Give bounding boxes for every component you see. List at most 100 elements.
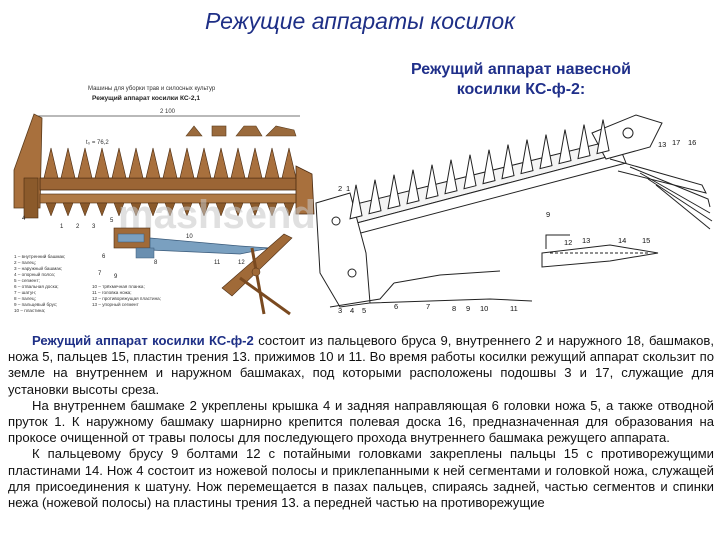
part-number-label: 3 [92, 224, 96, 230]
part-number-label: 8 [452, 304, 456, 313]
knife-section-row [43, 147, 297, 179]
knife-section [247, 147, 263, 179]
part-number-label: 13 [582, 236, 590, 245]
lead-term: Режущий аппарат косилки КС-ф-2 [32, 333, 254, 348]
dimension-total: 2 100 [160, 109, 176, 115]
finger [387, 174, 401, 210]
finger [147, 202, 159, 217]
finger [215, 202, 227, 217]
legend-item: 6 – отвальная доска; [14, 284, 59, 289]
knife-section [77, 147, 93, 179]
finger [444, 159, 458, 195]
finger [558, 129, 572, 165]
part-number-label: 9 [114, 274, 118, 280]
part-number-label: 8 [154, 260, 158, 266]
paragraph-1-text: состоит из пальцевого бруса 9, внутренне… [8, 333, 714, 397]
part-number-label: 10 [480, 304, 488, 313]
part-number-label: 12 [238, 260, 245, 266]
figure-header-line2: Режущий аппарат косилки КС-2,1 [92, 94, 200, 102]
ks21-cutter-figure: Машины для уборки трав и силосных культу… [0, 78, 330, 320]
legend-item: 2 – палец; [14, 260, 36, 265]
finger [520, 139, 534, 175]
finger [482, 149, 496, 185]
legend-item: 11 – головка ножа; [92, 290, 132, 295]
part-number-label: 13 [658, 140, 666, 149]
legend-item: 1 – внутренний башмак; [14, 253, 65, 259]
part-number-label: 6 [102, 254, 106, 260]
part-number-label: 1 [346, 184, 350, 193]
finger [596, 119, 610, 155]
finger [79, 202, 91, 217]
right-caption-line2: косилки КС-ф-2: [456, 81, 586, 98]
watermark: mashsend.ru [118, 193, 330, 237]
part-number-label: 2 [338, 184, 342, 193]
legend-item: 3 – наружный башмак; [14, 265, 62, 271]
part-number-label: 5 [362, 306, 366, 315]
part-number-label: 15 [642, 236, 650, 245]
finger [164, 202, 176, 217]
finger [283, 202, 295, 217]
knife-section [179, 147, 195, 179]
legend-item: 4 – опорный полоз; [14, 271, 55, 277]
legend-item: 5 – сегмент; [14, 278, 40, 283]
part-number-label: 3 [338, 306, 342, 315]
part-number-label: 17 [672, 138, 680, 147]
right-caption-line1: Режущий аппарат навесной [411, 61, 631, 78]
finger [463, 154, 477, 190]
figure-header-line1: Машины для уборки трав и силосных культу… [88, 86, 216, 92]
knife-section [60, 147, 76, 179]
dimension-pitch: t₀ = 76,2 [86, 140, 109, 146]
legend-item: 12 – противорежущая пластина; [92, 296, 161, 301]
part-number-label: 7 [426, 302, 430, 311]
part-number-label: 2 [76, 224, 80, 230]
finger [249, 202, 261, 217]
knife-section [162, 147, 178, 179]
part-number-label: 10 [186, 234, 193, 240]
finger [45, 202, 57, 217]
paragraph-2: На внутреннем башмаке 2 укреплены крышка… [8, 397, 714, 446]
finger [181, 202, 193, 217]
part-number-label: 11 [510, 304, 518, 313]
finger [368, 179, 382, 215]
finger [62, 202, 74, 217]
finger-row [349, 119, 610, 220]
legend-item: 13 – упорный сегмент [92, 301, 140, 307]
part-number-label: 11 [214, 260, 221, 266]
part-number-label: 16 [688, 138, 696, 147]
finger [539, 134, 553, 170]
legend-item: 10 – трёхмечная планка; [92, 284, 145, 289]
part-number-label: 12 [564, 238, 572, 247]
part-number-label: 6 [394, 302, 398, 311]
finger [577, 124, 591, 160]
right-figure-caption: Режущий аппарат навесной косилки КС-ф-2: [382, 60, 660, 100]
finger [96, 202, 108, 217]
finger [198, 202, 210, 217]
finger [130, 202, 142, 217]
finger [406, 169, 420, 205]
knife-section [128, 147, 144, 179]
finger [266, 202, 278, 217]
knife-section [213, 147, 229, 179]
legend-item: 9 – пальцевый брус; [14, 301, 57, 307]
knife-section [230, 147, 246, 179]
knife-section [264, 147, 280, 179]
part-number-label: 5 [110, 218, 114, 224]
part-number-label: 4 [22, 216, 26, 222]
knife-section [43, 147, 59, 179]
finger-row [45, 202, 295, 217]
part-number-label: 9 [466, 304, 470, 313]
part-number-label: 4 [350, 306, 354, 315]
finger [425, 164, 439, 200]
part-number-label: 1 [60, 224, 64, 230]
finger [501, 144, 515, 180]
slide-title: Режущие аппараты косилок [204, 8, 515, 34]
knife-section [94, 147, 110, 179]
description-text: Режущий аппарат косилки КС-ф-2 состоит и… [8, 333, 714, 511]
finger [113, 202, 125, 217]
knife-section [281, 147, 297, 179]
part-number-label: 7 [98, 271, 102, 277]
knife-section [145, 147, 161, 179]
part-number-label: 9 [546, 210, 550, 219]
knife-section [196, 147, 212, 179]
